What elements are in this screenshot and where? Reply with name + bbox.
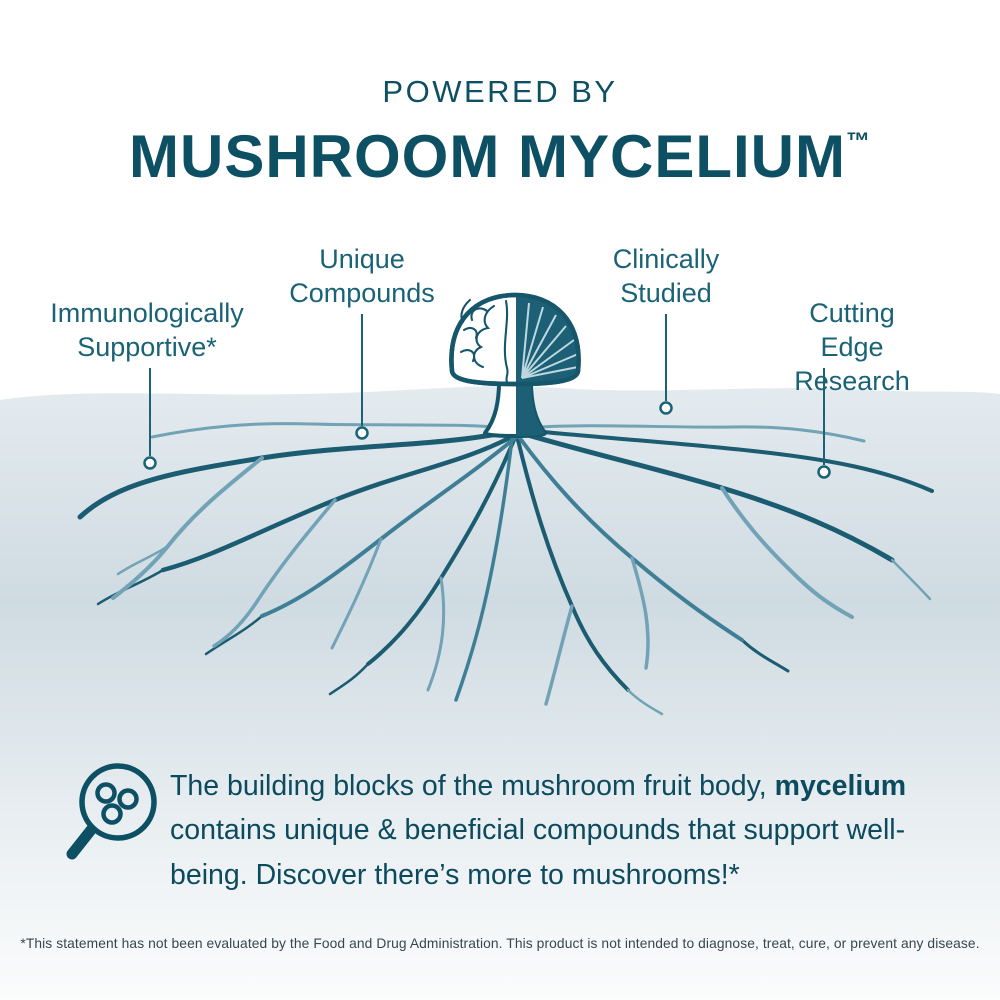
callout-leaders xyxy=(143,314,831,479)
mushroom-cap-outline xyxy=(449,292,581,387)
callout-dot-unique-compounds xyxy=(355,426,369,440)
ground-wave-shape xyxy=(0,386,1000,1000)
fda-disclaimer: *This statement has not been evaluated b… xyxy=(20,936,980,951)
mushroom-gills xyxy=(521,302,579,379)
callout-dot-cutting-edge xyxy=(817,465,831,479)
body-copy: The building blocks of the mushroom frui… xyxy=(170,764,960,897)
spore-circle-3 xyxy=(101,803,123,825)
body-text-after: contains unique & beneficial compounds t… xyxy=(170,814,906,891)
mushroom-stem-fill-right xyxy=(516,372,546,436)
title-text: MUSHROOM MYCELIUM xyxy=(129,123,846,190)
magnifier-handle xyxy=(66,824,97,860)
page-title: MUSHROOM MYCELIUM™ xyxy=(0,122,1000,191)
callout-dot-clinically-studied xyxy=(659,401,673,415)
body-text-mycelium: mycelium xyxy=(774,770,907,802)
callout-unique-compounds: Unique Compounds xyxy=(289,244,435,308)
spore-circle-2 xyxy=(117,788,139,810)
spore-circle-1 xyxy=(95,782,117,804)
callout-cutting-edge-research: Cutting Edge Research xyxy=(794,298,910,396)
callout-dot-immunologically xyxy=(143,456,157,470)
trademark-symbol: ™ xyxy=(845,128,871,155)
header: POWERED BY MUSHROOM MYCELIUM™ xyxy=(0,74,1000,191)
eyebrow-text: POWERED BY xyxy=(382,74,618,109)
mycelium-roots xyxy=(77,422,934,716)
magnifier-spores-icon xyxy=(66,763,157,860)
callout-immunologically-supportive: Immunologically Supportive* xyxy=(50,298,244,362)
mushroom-cap-veins xyxy=(459,298,509,384)
callout-clinically-studied: Clinically Studied xyxy=(612,244,720,308)
body-text-before: The building blocks of the mushroom frui… xyxy=(170,770,775,802)
magnifier-lens xyxy=(79,763,157,841)
ground-wave-background xyxy=(0,386,1000,1000)
mushroom-illustration xyxy=(449,292,581,438)
